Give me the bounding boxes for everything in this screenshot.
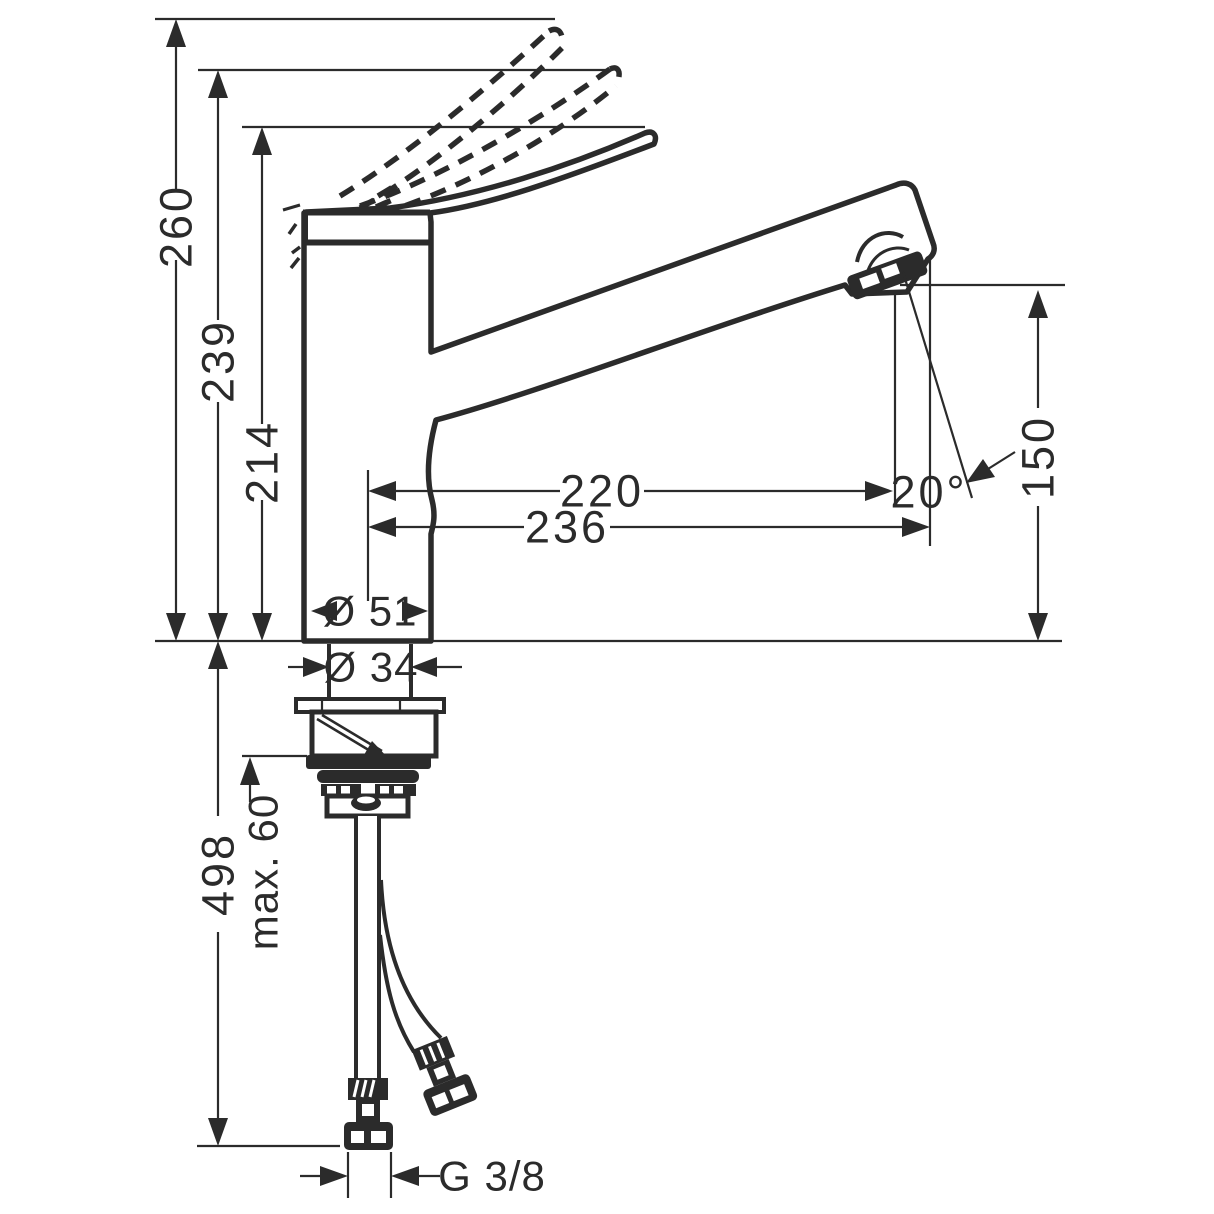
dim-hose-length: 498 xyxy=(193,641,340,1148)
right-hose-nut-slot xyxy=(431,1091,450,1109)
spout-head-inner-curve-1 xyxy=(855,231,905,263)
right-hose-connector xyxy=(411,1036,478,1116)
supply-hoses xyxy=(344,816,478,1150)
right-hose-nut-slot xyxy=(449,1084,469,1102)
arrow-down-icon xyxy=(252,613,272,641)
arrow-right-icon xyxy=(303,657,329,677)
arrow-right-icon xyxy=(402,601,428,621)
dim-shank-diameter: Ø 34 xyxy=(288,644,462,691)
mounting-screw-line xyxy=(316,717,378,757)
dim-max-mounting-thickness: max. 60 xyxy=(240,754,307,950)
arrow-down-icon xyxy=(208,613,228,641)
left-hose-nut-slot xyxy=(371,1131,386,1143)
handle-mid-position-upper-edge xyxy=(359,66,612,209)
arrow-up-icon xyxy=(166,19,186,47)
arrow-left-icon xyxy=(411,657,437,677)
left-supply-hose xyxy=(344,816,393,1150)
handle-break-tick xyxy=(282,203,301,212)
right-hose-tube-fill xyxy=(379,900,446,1052)
left-hose-tube-fill xyxy=(354,816,381,1078)
dim-overall-height: 260 xyxy=(151,17,555,641)
clamp-ring xyxy=(317,770,419,783)
arrow-up-icon xyxy=(240,757,260,785)
dim-hose-length-label: 498 xyxy=(193,832,244,916)
dim-spray-angle-label: 20° xyxy=(890,467,967,518)
left-hose-collar-ribs xyxy=(352,1079,376,1098)
dim-connection-thread-label: G 3/8 xyxy=(438,1153,546,1200)
dim-reach-to-aerator: 220 xyxy=(366,293,897,601)
arrow-up-icon xyxy=(252,127,272,155)
left-hose-nut-slot xyxy=(351,1131,364,1143)
faucet-body xyxy=(282,129,937,644)
right-hose-outer-edge xyxy=(379,879,443,1040)
mounting-nut-bar xyxy=(306,755,431,769)
aerator-slot xyxy=(881,263,900,279)
arrow-down-icon xyxy=(1028,613,1048,641)
dim-reach-to-aerator-label: 220 xyxy=(560,466,644,517)
handle-top-position-tip xyxy=(547,26,566,47)
faucet-outline xyxy=(301,129,937,644)
dim-overall-height-label: 260 xyxy=(151,184,202,268)
arrow-up-icon xyxy=(1028,290,1048,318)
aerator-slot xyxy=(859,272,880,289)
dim-height-handle-closed: 214 xyxy=(237,125,645,641)
left-hose-neck-window xyxy=(362,1104,374,1116)
arrow-right-icon xyxy=(320,1166,348,1186)
screw-dome-highlight xyxy=(357,796,375,804)
dim-reach-overall: 236 xyxy=(368,258,932,553)
dim-aerator-height-label: 150 xyxy=(1013,415,1064,499)
dim-height-handle-mid: 239 xyxy=(193,68,610,641)
arrow-left-icon xyxy=(368,517,396,537)
arrow-down-icon xyxy=(166,613,186,641)
right-hose-neck-window xyxy=(433,1065,449,1080)
aerator xyxy=(847,251,928,300)
dim-aerator-height: 150 xyxy=(900,283,1065,641)
dim-shank-diameter-label: Ø 34 xyxy=(323,644,418,691)
dim-reach-overall-label: 236 xyxy=(525,502,609,553)
handle-raised-positions xyxy=(338,26,622,217)
arrow-left-icon xyxy=(391,1166,419,1186)
arrow-right-icon xyxy=(902,517,930,537)
arrow-left-icon xyxy=(311,601,337,621)
handle-mid-position-tip xyxy=(608,65,622,88)
arrow-up-icon xyxy=(208,70,228,98)
leader-line xyxy=(987,451,1016,470)
arrow-right-icon xyxy=(865,481,893,501)
right-supply-hose xyxy=(378,879,478,1116)
dim-height-handle-mid-label: 239 xyxy=(193,319,244,403)
dim-height-handle-closed-label: 214 xyxy=(237,420,288,504)
handle-break-marks xyxy=(287,222,302,270)
right-hose-collar-ribs xyxy=(419,1042,446,1066)
handle-top-position-upper-edge xyxy=(338,28,551,199)
dim-base-diameter: Ø 51 xyxy=(311,588,428,635)
spray-direction-line xyxy=(901,271,974,499)
handle-dash-fragment xyxy=(376,181,400,199)
arrow-left-icon xyxy=(368,481,396,501)
arrow-leader-icon xyxy=(966,459,995,483)
arrow-down-icon xyxy=(208,1118,228,1146)
right-hose-inner-edge xyxy=(378,934,416,1054)
dim-max-mounting-thickness-label: max. 60 xyxy=(240,794,287,950)
dim-base-diameter-label: Ø 51 xyxy=(322,588,417,635)
dim-connection-thread: G 3/8 xyxy=(300,1152,546,1200)
dim-spray-angle: 20° xyxy=(890,271,1016,518)
arrow-up-icon xyxy=(208,641,228,669)
